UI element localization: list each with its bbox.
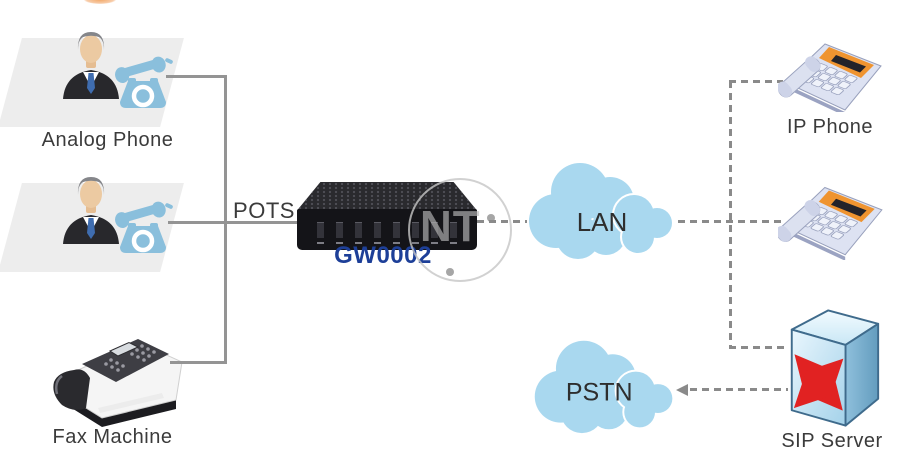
ip-phone-icon: [778, 43, 882, 112]
pstn-label: PSTN: [566, 378, 633, 406]
ip-phone-label: IP Phone: [787, 116, 873, 138]
person-avatar-icon: [63, 177, 119, 244]
analog-phone-label: Analog Phone: [41, 129, 174, 151]
pstn-cloud: PSTN: [534, 340, 675, 434]
dashed-to-ip-phone1: [729, 80, 783, 83]
gateway-port: [374, 221, 381, 244]
sip-server-icon: [790, 309, 880, 427]
partial-logo-icon: [84, 0, 116, 4]
watermark-dot: [487, 214, 495, 222]
connector-pots: [168, 221, 302, 224]
dashed-sip-to-pstn: [690, 388, 788, 391]
dashed-bus-vertical: [729, 81, 732, 349]
lan-cloud: LAN: [529, 163, 674, 259]
connector-analog1: [166, 75, 227, 78]
sip-server-label: SIP Server: [781, 430, 883, 452]
watermark-text: NT: [420, 202, 481, 251]
analog-phone-icon: [115, 201, 173, 253]
person-avatar-icon: [63, 32, 119, 99]
gateway-port: [317, 221, 324, 244]
fax-machine-icon: [53, 339, 183, 427]
gateway-port: [393, 221, 400, 244]
connector-bus-vertical: [224, 75, 227, 364]
fax-machine-label: Fax Machine: [52, 426, 173, 448]
dashed-gateway-to-lan: [477, 220, 527, 223]
pots-label: POTS: [233, 198, 295, 223]
watermark-circle: [408, 178, 512, 282]
watermark-dot: [446, 268, 454, 276]
connector-fax: [170, 361, 227, 364]
ip-phone-icon: [778, 186, 883, 260]
arrowhead-to-pstn: [676, 384, 688, 396]
lan-label: LAN: [577, 207, 628, 237]
dashed-to-sip-server: [729, 346, 789, 349]
gateway-port: [355, 221, 362, 244]
analog-phone-icon: [115, 56, 173, 108]
gateway-port: [336, 221, 343, 244]
